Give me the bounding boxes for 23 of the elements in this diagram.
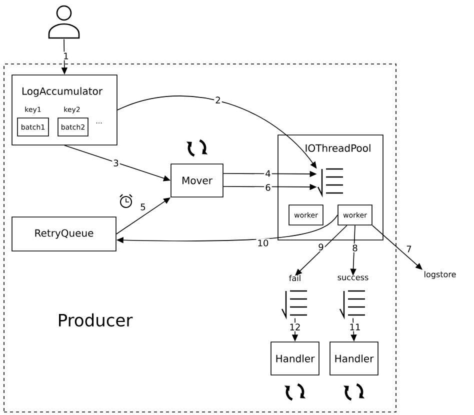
- edge-label: 1: [62, 52, 70, 60]
- queue-icon: [281, 290, 307, 320]
- queue-icon: [339, 290, 365, 320]
- process-box: Mover: [170, 164, 224, 198]
- caption-label: success: [338, 276, 368, 280]
- process-box: RetryQueue: [12, 216, 116, 252]
- person-icon: [48, 5, 80, 39]
- queue-icon: [317, 168, 343, 198]
- edge-label: 8: [351, 244, 359, 252]
- edge-label: 2: [214, 96, 222, 104]
- process-box: Handler: [330, 342, 378, 376]
- process-box: Handler: [270, 342, 320, 376]
- edge-label: 10: [256, 238, 270, 248]
- edge-label: 11: [348, 322, 362, 332]
- edge-label: 12: [288, 322, 302, 332]
- edge-label: 9: [317, 242, 325, 252]
- edge-label: 4: [264, 169, 272, 178]
- node-label: logstore: [424, 271, 456, 279]
- edge-label: 5: [139, 202, 147, 212]
- edge-label: 6: [264, 183, 272, 192]
- edge-label: 3: [112, 158, 120, 168]
- caption-label: fail: [289, 274, 300, 282]
- edge-label: 7: [405, 244, 413, 254]
